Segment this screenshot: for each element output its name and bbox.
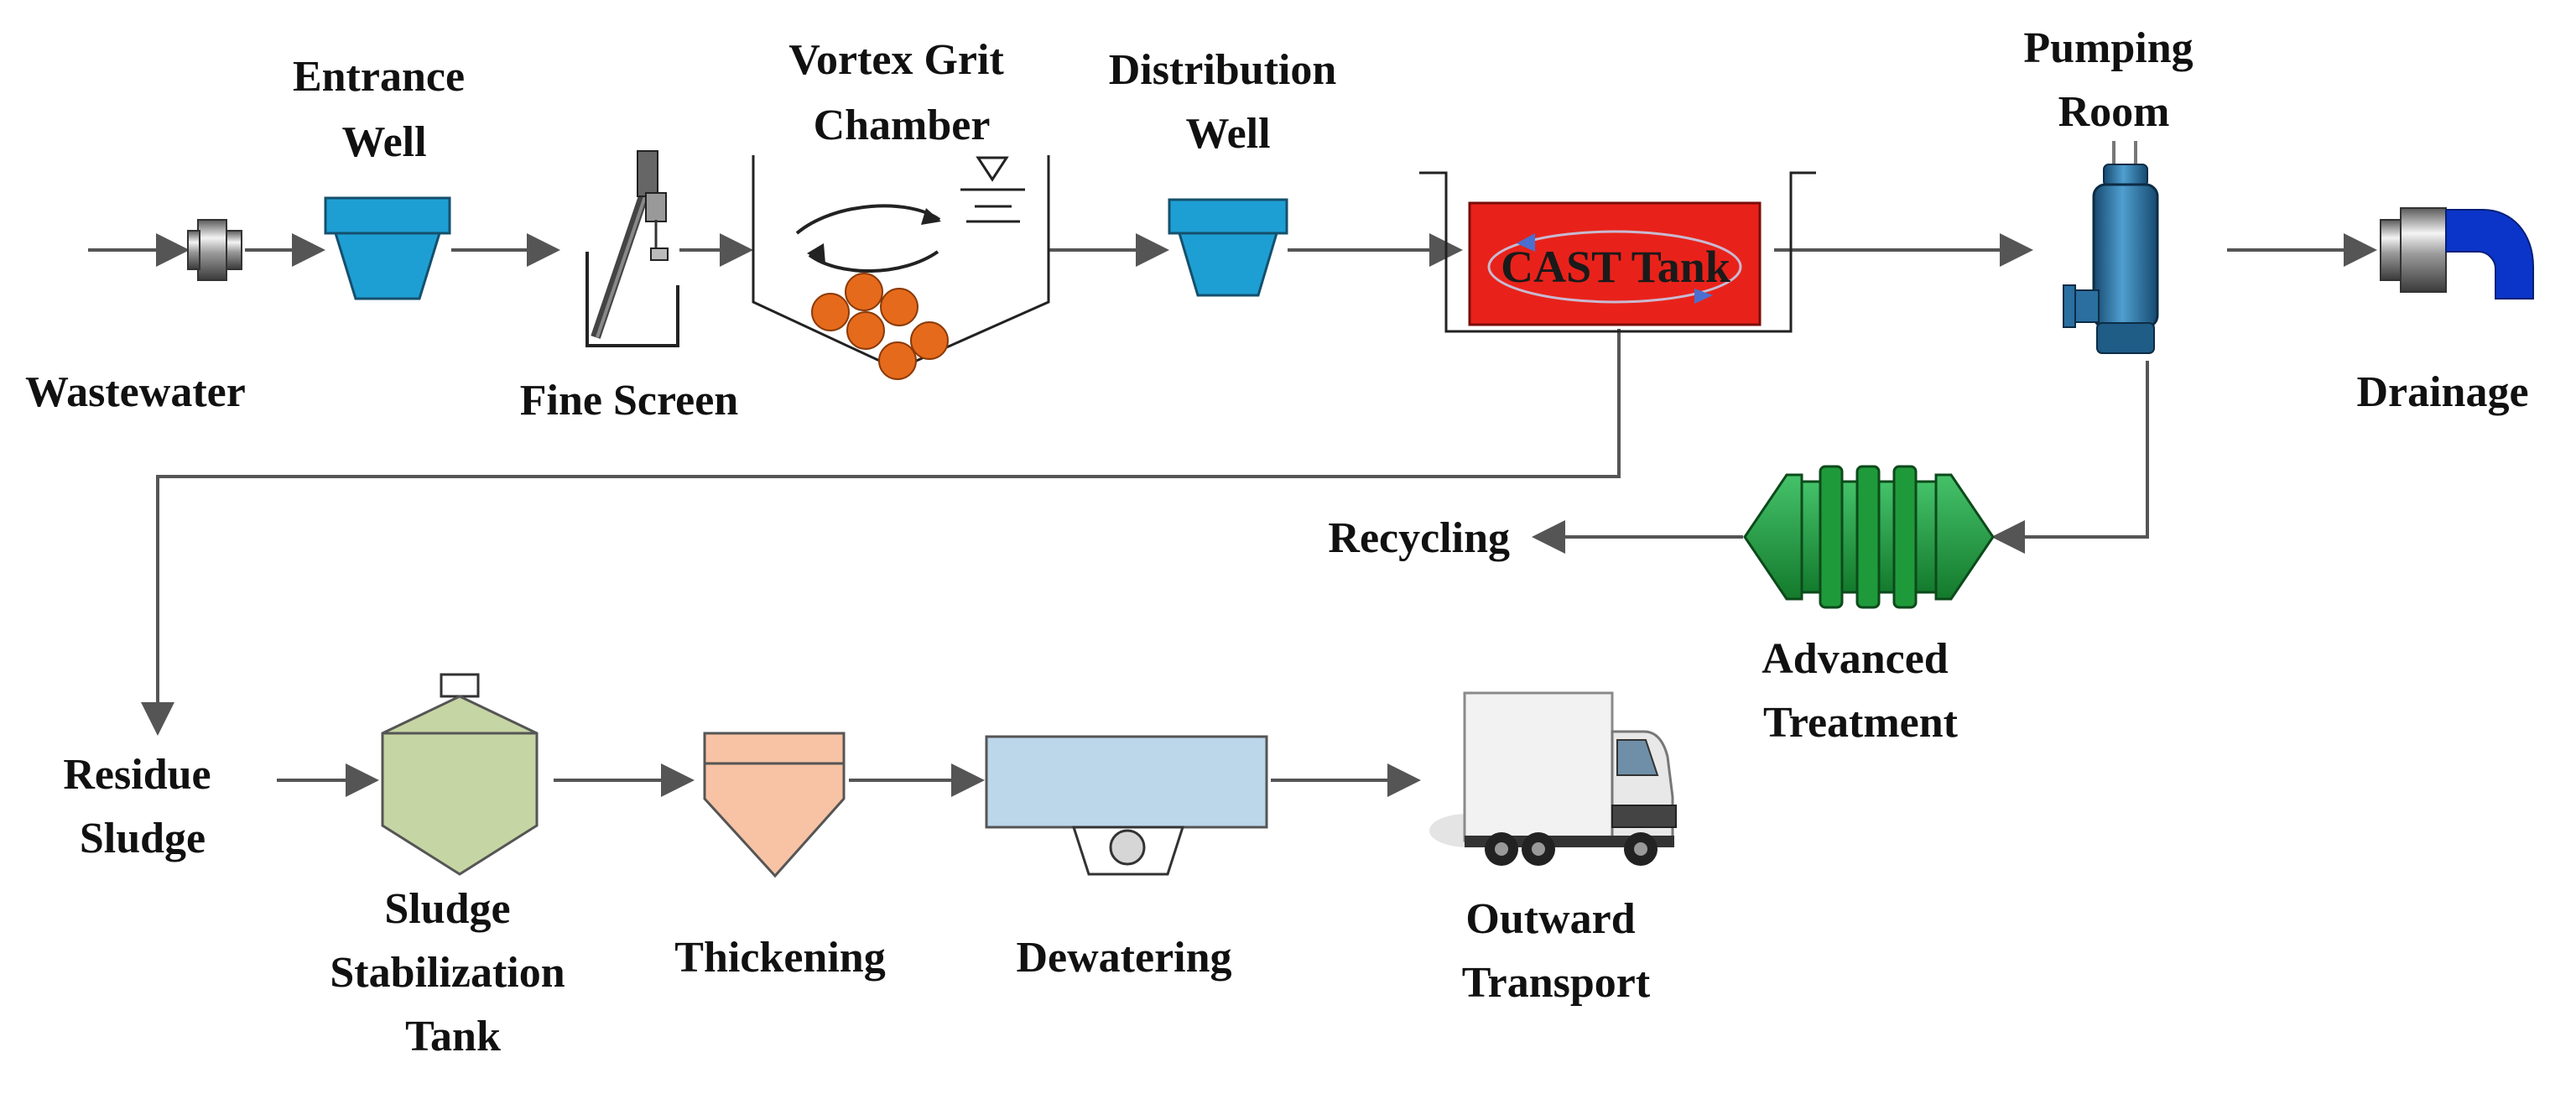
stabilization-tank-icon (381, 673, 539, 876)
dewatering-press-icon (985, 735, 1268, 876)
vortex-chamber-icon (752, 155, 1050, 380)
label-distribution-well: Distribution Well (1109, 46, 1348, 158)
trapezoid-well-icon (324, 196, 451, 300)
outlet-elbow-icon (2380, 207, 2534, 300)
label-cast-tank: CAST Tank (1501, 242, 1730, 292)
label-dewatering: Dewatering (1016, 934, 1231, 982)
flow-lines (88, 233, 2377, 797)
membrane-filter-icon (1743, 465, 1995, 609)
label-sludge-stabilization-tank: Sludge Stabilization Tank (330, 885, 575, 1060)
pipe-connector-icon (187, 219, 242, 281)
label-outward-transport: Outward Transport (1462, 895, 1651, 1007)
label-recycling: Recycling (1328, 514, 1510, 562)
reactor-tank-icon (1419, 171, 1816, 333)
flow-arrow-to-advanced-treatment (1991, 361, 2149, 554)
thickener-hopper-icon (703, 732, 846, 878)
flow-arrow-to-residue-sludge (141, 329, 1621, 736)
fine-screen-icon (585, 150, 679, 347)
label-wastewater: Wastewater (25, 368, 246, 416)
label-drainage: Drainage (2356, 368, 2528, 416)
label-fine-screen: Fine Screen (520, 377, 739, 425)
trapezoid-well-icon (1168, 198, 1288, 297)
label-entrance-well: Entrance Well (293, 53, 476, 166)
truck-icon (1429, 691, 1677, 866)
submersible-pump-icon (2063, 141, 2159, 354)
label-thickening: Thickening (674, 934, 885, 982)
label-vortex-grit-chamber: Vortex Grit Chamber (788, 36, 1015, 149)
label-advanced-treatment: Advanced Treatment (1762, 635, 1959, 747)
label-residue-sludge: Residue Sludge (63, 751, 221, 862)
label-pumping-room: Pumping Room (2023, 24, 2204, 136)
